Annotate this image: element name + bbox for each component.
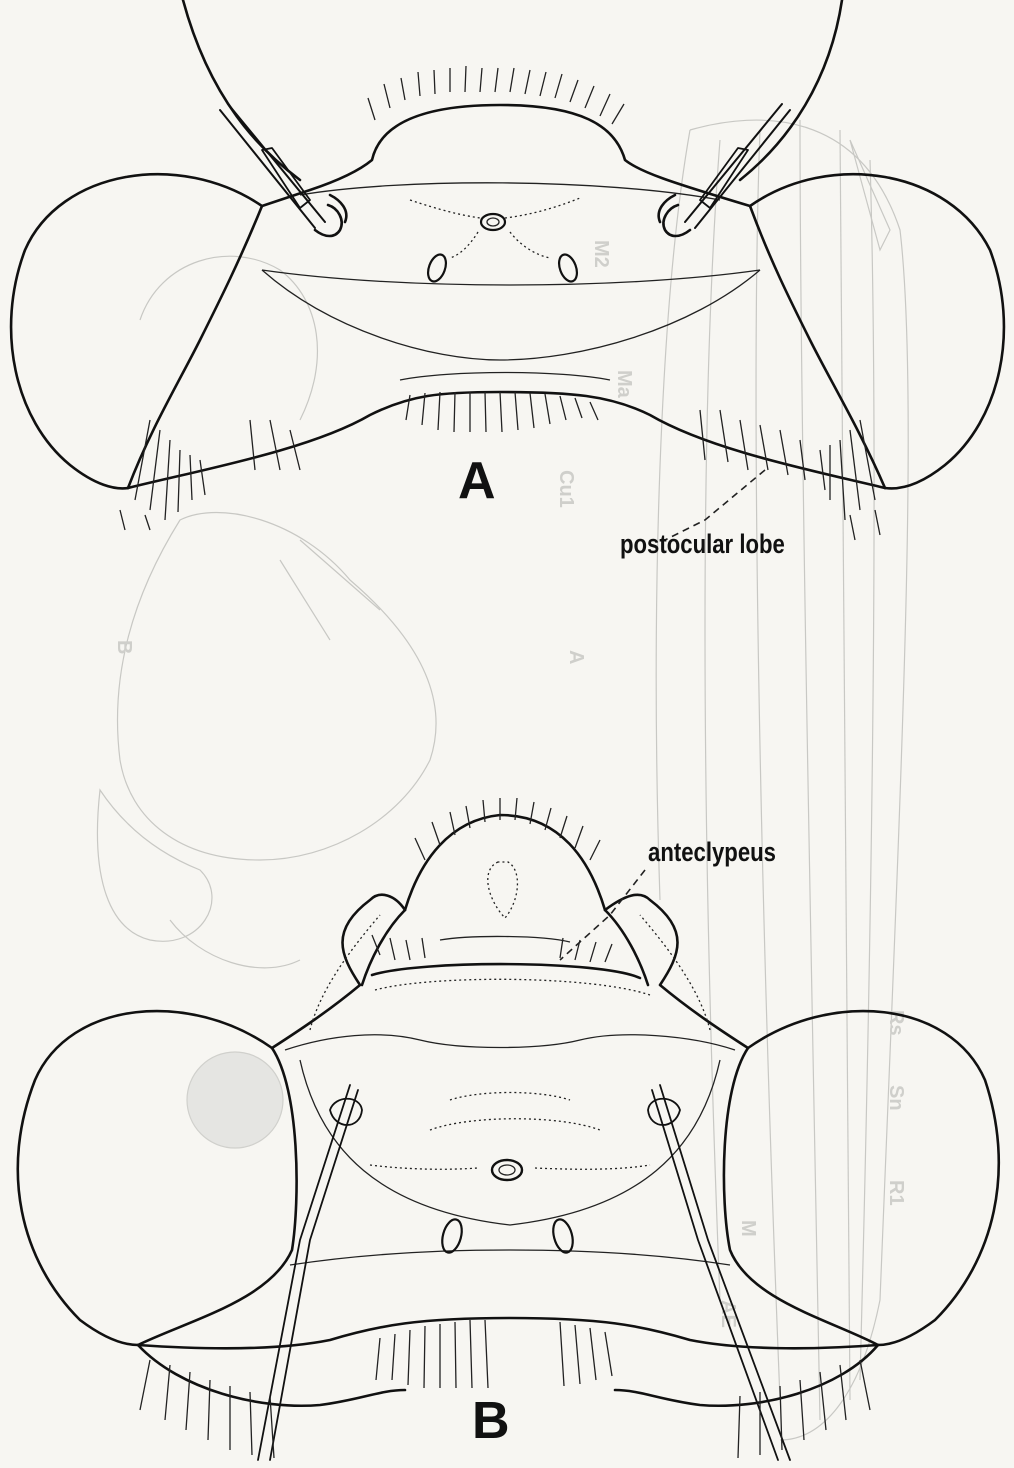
svg-text:B: B [113, 640, 135, 654]
head-b-drawing [18, 798, 999, 1460]
svg-text:M2: M2 [590, 240, 612, 268]
callout-postocular-lobe: postocular lobe [620, 530, 788, 558]
panel-b-label: B [472, 1395, 510, 1447]
head-a-drawing [11, 0, 1004, 540]
ghost-text-labels: M2 Ma Cu1 Rs Sn R1 M A B AE [113, 240, 907, 1328]
svg-text:R1: R1 [885, 1180, 907, 1206]
svg-text:A: A [565, 650, 587, 664]
svg-text:Sn: Sn [885, 1085, 907, 1111]
ghost-thorax [97, 256, 436, 1148]
svg-text:M: M [737, 1220, 759, 1237]
panel-a-label: A [458, 455, 496, 507]
ghost-wing [656, 120, 908, 1440]
svg-text:Ma: Ma [613, 370, 635, 399]
svg-text:Cu1: Cu1 [555, 470, 577, 508]
callout-anteclypeus: anteclypeus [648, 838, 776, 866]
